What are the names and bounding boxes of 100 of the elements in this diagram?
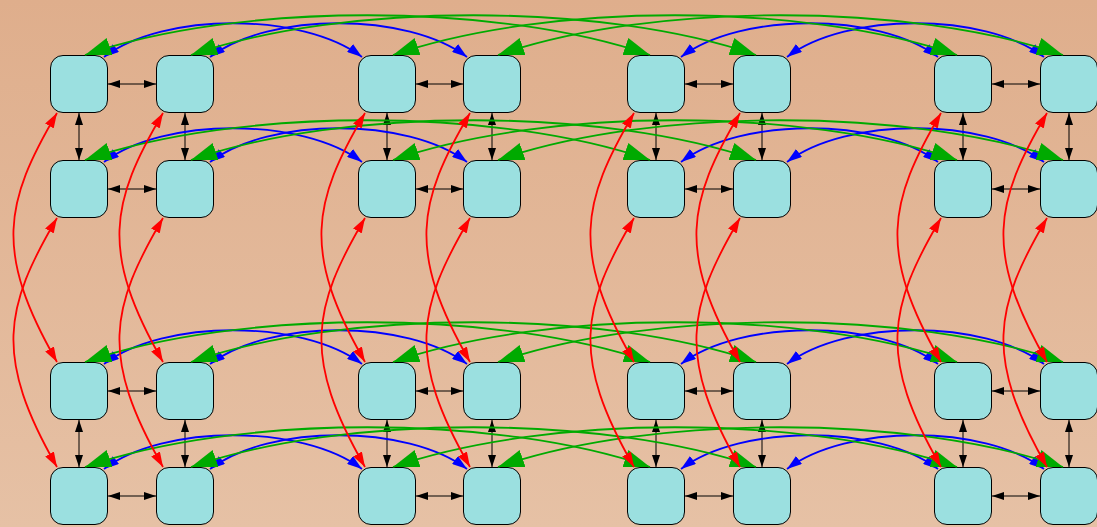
arrow bbox=[786, 329, 1045, 365]
arrow bbox=[680, 329, 939, 365]
arrow bbox=[209, 434, 468, 470]
arrow bbox=[392, 119, 958, 162]
node-box bbox=[50, 362, 108, 420]
node-box bbox=[733, 362, 791, 420]
arrow bbox=[383, 112, 391, 161]
arrow bbox=[589, 217, 635, 468]
arrow bbox=[12, 112, 58, 363]
arrow bbox=[1002, 112, 1048, 363]
arrow bbox=[1065, 419, 1073, 468]
arrow bbox=[497, 426, 1064, 469]
arrow bbox=[12, 217, 58, 468]
node-box bbox=[156, 467, 214, 525]
arrow bbox=[896, 112, 942, 363]
node-box bbox=[627, 160, 685, 218]
arrow bbox=[209, 22, 468, 58]
node-box bbox=[1040, 160, 1097, 218]
arrow bbox=[75, 419, 83, 468]
arrow bbox=[758, 112, 766, 161]
arrow bbox=[497, 321, 1064, 364]
arrow bbox=[107, 492, 157, 500]
arrow bbox=[425, 112, 471, 363]
arrow bbox=[786, 22, 1045, 58]
arrow bbox=[84, 119, 651, 162]
arrow bbox=[383, 419, 391, 468]
node-box bbox=[934, 160, 992, 218]
arrow bbox=[415, 492, 464, 500]
arrow bbox=[107, 80, 157, 88]
node-box bbox=[463, 160, 521, 218]
node-box bbox=[156, 160, 214, 218]
arrow bbox=[786, 127, 1045, 163]
arrow bbox=[652, 112, 660, 161]
arrow bbox=[786, 434, 1045, 470]
arrow bbox=[209, 127, 468, 163]
arrow bbox=[103, 127, 363, 163]
arrow bbox=[959, 419, 967, 468]
arrow bbox=[652, 419, 660, 468]
arrow bbox=[695, 217, 741, 468]
arrow bbox=[896, 217, 942, 468]
node-box bbox=[50, 55, 108, 113]
arrow bbox=[392, 426, 958, 469]
arrow bbox=[107, 185, 157, 193]
arrow bbox=[425, 217, 471, 468]
arrow bbox=[1002, 217, 1048, 468]
node-box bbox=[733, 160, 791, 218]
arrow bbox=[103, 434, 363, 470]
arrow bbox=[589, 112, 635, 363]
arrow bbox=[181, 419, 189, 468]
arrow bbox=[190, 321, 757, 364]
node-box bbox=[463, 55, 521, 113]
node-box bbox=[627, 467, 685, 525]
arrow bbox=[118, 217, 164, 468]
arrow bbox=[684, 387, 734, 395]
node-box bbox=[1040, 467, 1097, 525]
arrow bbox=[190, 14, 757, 57]
arrow bbox=[392, 14, 958, 57]
node-box bbox=[358, 362, 416, 420]
arrow bbox=[107, 387, 157, 395]
arrow bbox=[684, 492, 734, 500]
node-box bbox=[1040, 362, 1097, 420]
node-box bbox=[463, 362, 521, 420]
arrow bbox=[84, 426, 651, 469]
arrow bbox=[75, 112, 83, 161]
arrow bbox=[758, 419, 766, 468]
node-box bbox=[934, 467, 992, 525]
arrow bbox=[392, 321, 958, 364]
node-box bbox=[733, 467, 791, 525]
arrow bbox=[991, 185, 1041, 193]
arrow bbox=[181, 112, 189, 161]
arrow bbox=[320, 217, 366, 468]
arrow bbox=[680, 434, 939, 470]
node-box bbox=[1040, 55, 1097, 113]
arrow bbox=[103, 22, 363, 58]
arrow bbox=[84, 321, 651, 364]
arrow bbox=[1065, 112, 1073, 161]
node-box bbox=[463, 467, 521, 525]
node-box bbox=[627, 55, 685, 113]
node-box bbox=[358, 160, 416, 218]
arrow bbox=[680, 22, 939, 58]
arrow bbox=[415, 387, 464, 395]
node-box bbox=[156, 55, 214, 113]
node-box bbox=[627, 362, 685, 420]
arrow bbox=[680, 127, 939, 163]
arrow bbox=[415, 185, 464, 193]
arrow bbox=[190, 119, 757, 162]
arrow bbox=[991, 387, 1041, 395]
arrow bbox=[991, 80, 1041, 88]
arrow bbox=[959, 112, 967, 161]
node-box bbox=[358, 467, 416, 525]
node-box bbox=[934, 362, 992, 420]
arrow bbox=[415, 80, 464, 88]
node-box bbox=[934, 55, 992, 113]
arrow bbox=[991, 492, 1041, 500]
arrow bbox=[695, 112, 741, 363]
arrow bbox=[684, 80, 734, 88]
arrow bbox=[497, 14, 1064, 57]
node-box bbox=[156, 362, 214, 420]
arrow bbox=[190, 426, 757, 469]
arrow bbox=[320, 112, 366, 363]
